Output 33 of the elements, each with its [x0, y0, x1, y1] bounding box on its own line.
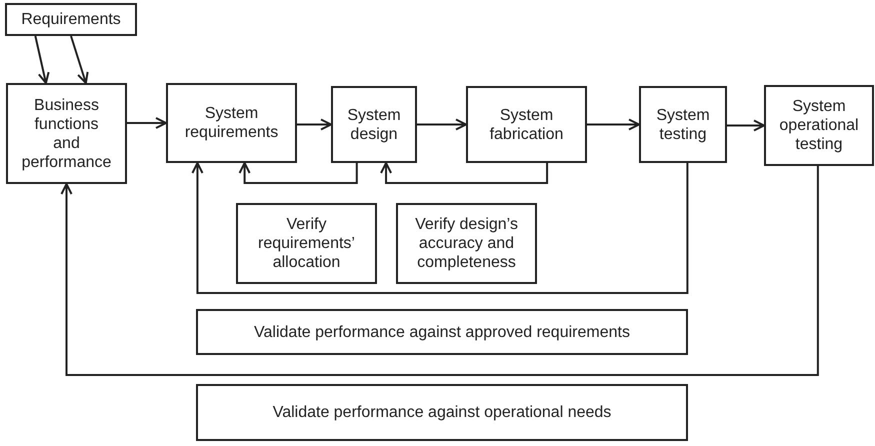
arrow: [587, 118, 640, 130]
arrow: [380, 162, 548, 184]
box-label: Validate performance against approved requirements: [254, 322, 630, 342]
process-box: [166, 83, 297, 163]
arrow: [127, 117, 167, 129]
process-box: [196, 384, 688, 441]
process-box: [331, 86, 417, 163]
box-label: System testing: [655, 106, 711, 144]
box-label: System requirements: [184, 104, 280, 142]
box-label: System fabrication: [488, 106, 564, 144]
arrow: [297, 118, 332, 130]
process-box: [236, 203, 377, 284]
arrow: [70, 36, 89, 84]
box-label: Business functions and performance: [20, 96, 112, 172]
process-box: [6, 83, 127, 184]
process-box: [5, 3, 137, 36]
process-box: [466, 86, 587, 163]
arrow: [191, 162, 688, 294]
box-label: Validate performance against operational needs: [272, 403, 612, 422]
process-box: [396, 203, 537, 284]
box-label: Verify requirements’ allocation: [257, 215, 356, 272]
process-box: [196, 309, 688, 355]
arrow: [417, 118, 467, 130]
box-label: System operational testing: [778, 97, 860, 154]
process-box: [639, 86, 727, 163]
arrow: [34, 36, 50, 84]
box-label: System design: [346, 106, 402, 144]
arrow: [60, 166, 819, 376]
arrow: [238, 162, 358, 184]
box-label: Verify design’s accuracy and completeness: [414, 215, 519, 272]
process-box: [764, 85, 874, 166]
box-label: Requirements: [21, 10, 121, 29]
arrow: [727, 120, 765, 132]
